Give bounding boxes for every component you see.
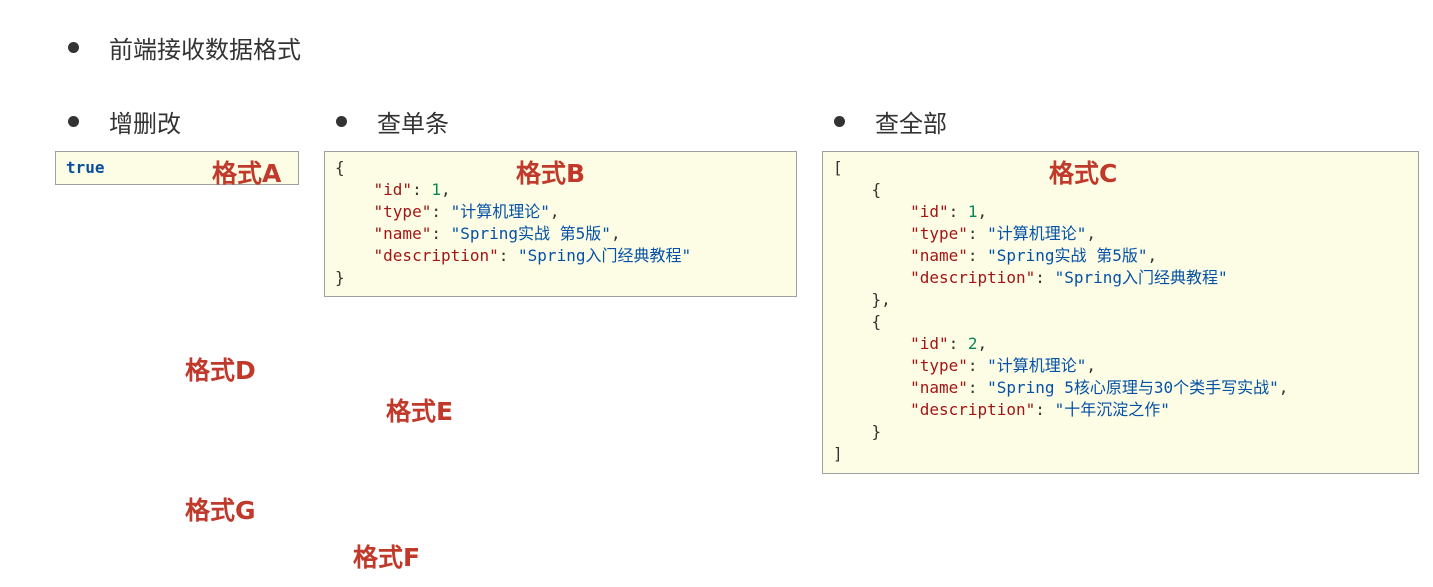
code-box-a: true bbox=[55, 151, 299, 185]
heading-single-row: 查单条 bbox=[336, 104, 449, 139]
title-row: 前端接收数据格式 bbox=[68, 30, 301, 65]
format-label-a: 格式A bbox=[212, 159, 282, 188]
bullet-dot bbox=[834, 116, 845, 127]
bullet-dot bbox=[336, 116, 347, 127]
heading-crud-row: 增删改 bbox=[68, 104, 181, 139]
bullet-dot bbox=[68, 42, 79, 53]
page-title: 前端接收数据格式 bbox=[109, 36, 301, 64]
heading-crud: 增删改 bbox=[109, 110, 181, 138]
format-label-c: 格式C bbox=[1049, 159, 1118, 188]
format-label-g: 格式G bbox=[185, 496, 256, 525]
json-object-single: { "id": 1, "type": "计算机理论", "name": "Spr… bbox=[335, 158, 692, 287]
bullet-dot bbox=[68, 116, 79, 127]
heading-single: 查单条 bbox=[377, 110, 449, 138]
boolean-value: true bbox=[66, 158, 105, 177]
code-box-c: [ { "id": 1, "type": "计算机理论", "name": "S… bbox=[822, 151, 1419, 474]
format-label-d: 格式D bbox=[185, 356, 256, 385]
heading-all: 查全部 bbox=[875, 110, 947, 138]
format-label-e: 格式E bbox=[386, 397, 454, 426]
heading-all-row: 查全部 bbox=[834, 104, 947, 139]
json-array-all: [ { "id": 1, "type": "计算机理论", "name": "S… bbox=[833, 158, 1289, 463]
format-label-b: 格式B bbox=[516, 159, 586, 188]
format-label-f: 格式F bbox=[353, 543, 421, 572]
code-box-b: { "id": 1, "type": "计算机理论", "name": "Spr… bbox=[324, 151, 797, 297]
